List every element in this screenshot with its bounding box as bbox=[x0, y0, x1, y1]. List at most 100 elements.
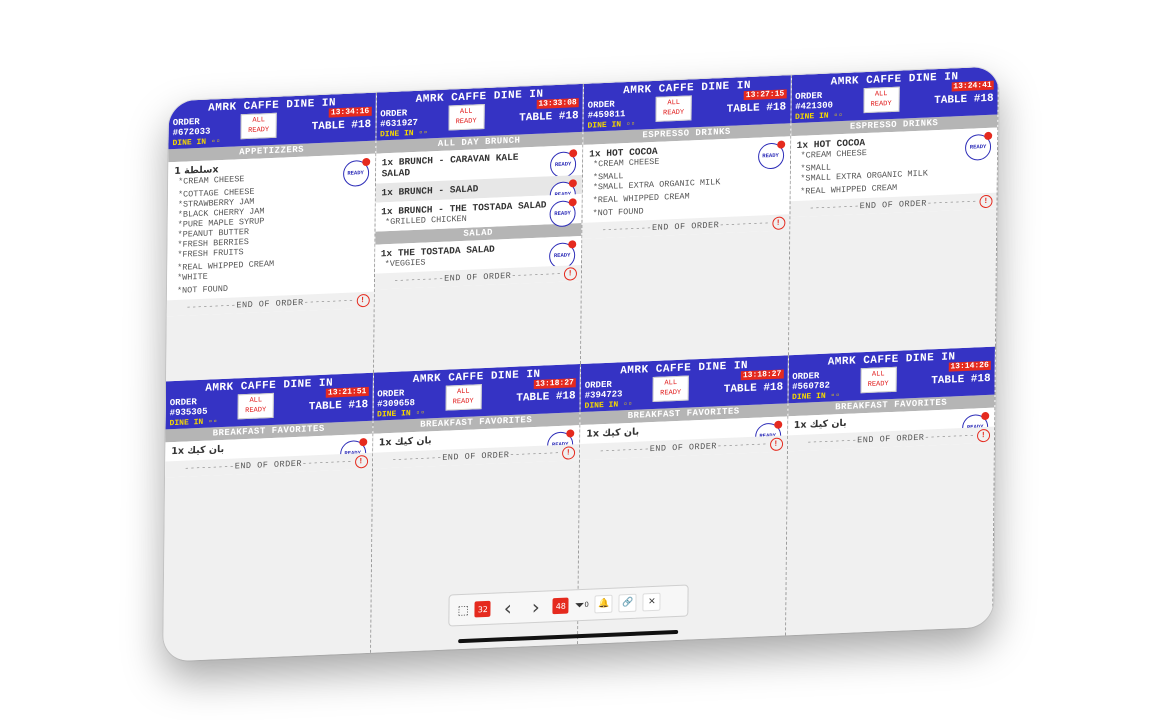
notification-dot bbox=[773, 420, 782, 429]
all-ready-button[interactable]: ALL READY bbox=[240, 112, 277, 140]
notification-dot bbox=[568, 240, 577, 249]
warning-icon[interactable]: ! bbox=[354, 454, 368, 469]
bell-icon[interactable]: 🔔 bbox=[594, 594, 613, 614]
link-icon[interactable]: 🔗 bbox=[618, 593, 637, 613]
all-ready-button[interactable]: ALL READY bbox=[655, 95, 692, 122]
dash-line: --------- bbox=[926, 196, 978, 209]
dash-line: --------- bbox=[806, 435, 858, 448]
dash-line: --------- bbox=[601, 223, 653, 236]
end-of-order-label: END OF ORDER bbox=[859, 198, 927, 212]
all-ready-button[interactable]: ALL READY bbox=[448, 104, 485, 131]
close-icon[interactable]: ✕ bbox=[642, 592, 661, 612]
notification-dot bbox=[568, 198, 577, 207]
notification-dot bbox=[981, 411, 990, 421]
notification-dot bbox=[568, 179, 577, 188]
end-of-order-label: END OF ORDER bbox=[236, 297, 304, 311]
order-number: ORDER#459811 bbox=[587, 99, 626, 121]
dash-line: --------- bbox=[924, 430, 975, 443]
notification-dot bbox=[569, 149, 578, 158]
order-number: ORDER#309658 bbox=[377, 388, 416, 410]
dine-in-label: DINE IN ▫▫ bbox=[584, 399, 633, 411]
filter-icon[interactable]: ⏷0 bbox=[574, 597, 589, 612]
ready-button[interactable]: READY bbox=[549, 198, 577, 228]
end-of-order-label: END OF ORDER bbox=[651, 220, 720, 234]
warning-icon[interactable]: ! bbox=[356, 293, 370, 308]
filter-count: 0 bbox=[584, 600, 589, 609]
dash-line: --------- bbox=[511, 268, 562, 281]
dash-line: --------- bbox=[719, 218, 770, 231]
dine-in-label: DINE IN ▫▫ bbox=[791, 391, 841, 403]
dash-line: --------- bbox=[303, 295, 355, 308]
elapsed-time-badge: 13:14:26 bbox=[948, 360, 991, 372]
dash-line: --------- bbox=[809, 201, 860, 214]
elapsed-time-badge: 13:27:15 bbox=[743, 89, 787, 101]
elapsed-time-badge: 13:34:16 bbox=[328, 106, 372, 118]
order-number: ORDER#421300 bbox=[795, 90, 833, 113]
ready-button[interactable]: READY bbox=[757, 140, 785, 170]
order-item[interactable]: 1x HOT COCOA*CREAM CHEESE*SMALL*SMALL EX… bbox=[790, 127, 998, 202]
warning-icon[interactable]: ! bbox=[769, 437, 783, 452]
prev-arrow-icon[interactable]: ‹ bbox=[503, 595, 512, 621]
all-ready-button[interactable]: ALL READY bbox=[860, 366, 897, 394]
notification-dot bbox=[358, 437, 367, 447]
dash-line: --------- bbox=[599, 444, 650, 457]
all-ready-button[interactable]: ALL READY bbox=[237, 392, 274, 420]
table-number: TABLE #18 bbox=[723, 381, 784, 397]
all-ready-button[interactable]: ALL READY bbox=[652, 375, 689, 403]
dine-in-label: DINE IN ▫▫ bbox=[379, 128, 429, 140]
notification-dot bbox=[566, 429, 575, 438]
dine-in-label: DINE IN ▫▫ bbox=[587, 119, 636, 131]
notification-dot bbox=[361, 157, 370, 167]
warning-icon[interactable]: ! bbox=[562, 446, 576, 460]
warning-icon[interactable]: ! bbox=[979, 194, 993, 209]
warning-icon[interactable]: ! bbox=[976, 428, 991, 443]
warning-icon[interactable]: ! bbox=[563, 267, 578, 281]
order-number: ORDER#560782 bbox=[792, 371, 831, 393]
item-name: 1x BRUNCH - CARAVAN KALE SALAD bbox=[381, 151, 519, 180]
select-icon[interactable]: ⬚ bbox=[457, 602, 469, 618]
dash-line: --------- bbox=[509, 447, 560, 461]
warning-icon[interactable]: ! bbox=[771, 216, 785, 230]
all-ready-button[interactable]: ALL READY bbox=[445, 384, 482, 411]
ready-button[interactable]: READY bbox=[549, 149, 578, 179]
elapsed-time-badge: 13:18:27 bbox=[740, 369, 784, 381]
end-of-order-label: END OF ORDER bbox=[857, 432, 925, 446]
all-ready-button[interactable]: ALL READY bbox=[862, 86, 900, 114]
order-number: ORDER#935305 bbox=[169, 397, 208, 419]
dash-line: --------- bbox=[393, 273, 445, 286]
table-number: TABLE #18 bbox=[308, 398, 369, 414]
ready-button[interactable]: READY bbox=[964, 131, 993, 161]
ready-button[interactable]: READY bbox=[342, 157, 370, 187]
notification-dot bbox=[984, 131, 993, 141]
table-number: TABLE #18 bbox=[931, 372, 991, 388]
table-number: TABLE #18 bbox=[934, 92, 994, 108]
elapsed-time-badge: 13:21:51 bbox=[325, 386, 369, 398]
table-number: TABLE #18 bbox=[519, 110, 579, 125]
order-number: ORDER#394723 bbox=[584, 379, 623, 401]
dine-in-label: DINE IN ▫▫ bbox=[794, 110, 844, 123]
dine-in-label: DINE IN ▫▫ bbox=[172, 137, 221, 149]
next-arrow-icon[interactable]: › bbox=[531, 594, 540, 620]
elapsed-time-badge: 13:18:27 bbox=[533, 378, 576, 389]
order-number: ORDER#631927 bbox=[380, 108, 418, 130]
order-number: ORDER#672033 bbox=[172, 116, 211, 139]
order-item[interactable]: 1x HOT COCOA*CREAM CHEESE*SMALL*SMALL EX… bbox=[582, 136, 790, 223]
dash-line: --------- bbox=[716, 439, 768, 452]
table-number: TABLE #18 bbox=[516, 390, 576, 405]
order-item[interactable]: سلطة 1x*CREAM CHEESE*COTTAGE CHEESE*STRA… bbox=[166, 153, 375, 301]
end-of-order-label: END OF ORDER bbox=[444, 270, 512, 284]
elapsed-time-badge: 13:24:41 bbox=[951, 80, 994, 92]
dine-in-label: DINE IN ▫▫ bbox=[169, 417, 218, 429]
